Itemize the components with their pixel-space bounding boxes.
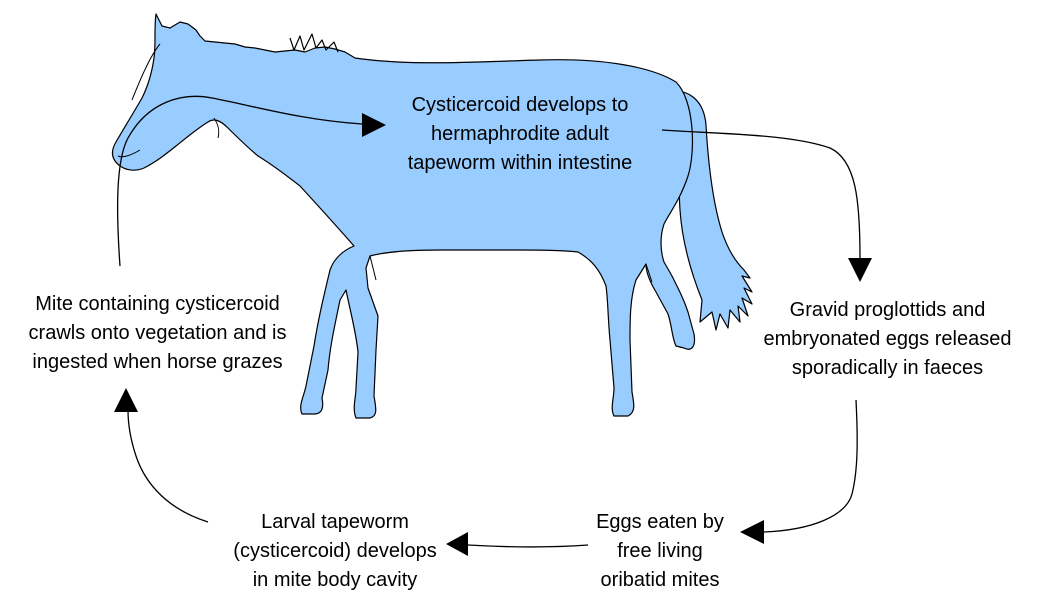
step-larval-label: Larval tapeworm (cysticercoid) develops …	[215, 508, 455, 595]
step-adult-line-3: tapeworm within intestine	[370, 149, 670, 178]
step-mites-line-2: free living	[560, 537, 760, 566]
step-release-label: Gravid proglottids and embryonated eggs …	[740, 296, 1035, 383]
step-ingest-line-1: Mite containing cysticercoid	[0, 290, 315, 319]
step-adult-line-2: hermaphrodite adult	[370, 120, 670, 149]
step-mites-line-3: oribatid mites	[560, 566, 760, 595]
step-ingest-line-3: ingested when horse grazes	[0, 348, 315, 377]
step-ingest-line-2: crawls onto vegetation and is	[0, 319, 315, 348]
step-release-line-3: sporadically in faeces	[740, 354, 1035, 383]
step-release-line-1: Gravid proglottids and	[740, 296, 1035, 325]
arrow-head-down-icon	[848, 258, 872, 282]
arrow-larval-to-ingest	[128, 410, 208, 522]
step-larval-line-3: in mite body cavity	[215, 566, 455, 595]
step-adult-line-1: Cysticercoid develops to	[370, 91, 670, 120]
step-mites-label: Eggs eaten by free living oribatid mites	[560, 508, 760, 595]
step-ingest-label: Mite containing cysticercoid crawls onto…	[0, 290, 315, 377]
arrow-release-to-mites	[764, 400, 857, 532]
step-release-line-2: embryonated eggs released	[740, 325, 1035, 354]
arrow-head-up-icon	[114, 388, 138, 412]
step-larval-line-1: Larval tapeworm	[215, 508, 455, 537]
step-adult-label: Cysticercoid develops to hermaphrodite a…	[370, 91, 670, 178]
step-larval-line-2: (cysticercoid) develops	[215, 537, 455, 566]
step-mites-line-1: Eggs eaten by	[560, 508, 760, 537]
